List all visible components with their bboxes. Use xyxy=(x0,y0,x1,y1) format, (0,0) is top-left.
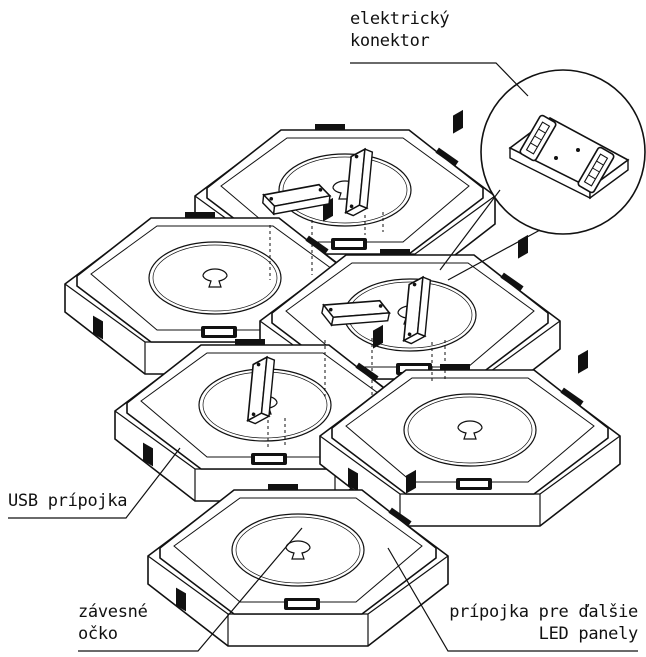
label-usb-port: USB prípojka xyxy=(8,491,128,511)
leader-line-led-port xyxy=(387,547,638,652)
label-electric-connector: elektrický konektor xyxy=(350,8,450,52)
connector-plug xyxy=(319,288,393,400)
label-led-port: prípojka pre ďalšie LED panely xyxy=(449,601,638,645)
label-hanging-loop: závesné očko xyxy=(78,601,148,645)
leader-line-hanging-loop xyxy=(78,527,303,652)
connector-plug xyxy=(232,352,290,448)
label-electric-connector-line2: konektor xyxy=(350,31,430,51)
label-hanging-loop-line1: závesné xyxy=(78,602,148,622)
label-led-port-line1: prípojka pre ďalšie xyxy=(449,602,638,622)
connector-magnifier xyxy=(439,69,646,281)
leader-line-electric-connector xyxy=(350,62,529,97)
connector-plug xyxy=(388,272,446,382)
label-hanging-loop-line2: očko xyxy=(78,624,118,644)
leader-line-usb-port xyxy=(8,447,181,519)
label-electric-connector-line1: elektrický xyxy=(350,9,450,29)
label-led-port-line2: LED panely xyxy=(538,624,639,644)
